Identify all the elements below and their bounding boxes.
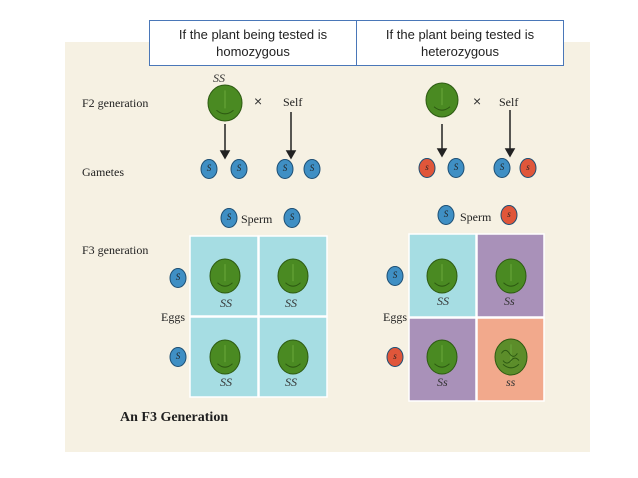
label-eggs-left: Eggs [161,310,185,324]
gamete-circle-left-4 [303,159,321,179]
egg-allele-right-1: S [392,270,398,280]
sperm-label-left: Sperm [241,212,273,226]
gamete-circle-left-3 [276,159,294,179]
offspring-genotype-right-tr: Ss [504,294,515,308]
offspring-pea-left-tl [209,258,241,294]
offspring-genotype-left-tr: SS [285,296,297,310]
offspring-genotype-left-tl: SS [220,296,232,310]
egg-allele-left-2: S [175,351,181,361]
offspring-pea-left-bl [209,339,241,375]
label-gametes: Gametes [82,165,124,179]
offspring-pea-right-bl [426,339,458,375]
gamete-circle-right-2 [447,158,465,178]
arrow-left-self [285,112,297,160]
gamete-circle-left-2 [230,159,248,179]
offspring-pea-right-br [494,338,528,376]
gamete-allele-right-1: s [425,162,429,172]
figure-caption: An F3 Generation [120,410,229,425]
gamete-allele-left-2: S [236,163,242,173]
gamete-allele-right-3: S [499,162,505,172]
offspring-pea-right-tl [426,258,458,294]
arrow-left-parent [219,124,231,160]
offspring-genotype-left-bl: SS [220,375,232,389]
gamete-circle-right-1 [418,158,436,178]
gamete-allele-right-4: s [526,162,530,172]
offspring-genotype-right-tl: SS [437,294,449,308]
self-label-right: Self [499,95,519,109]
gamete-allele-left-3: S [282,163,288,173]
sperm-allele-left-1: S [226,212,232,222]
egg-circle-left-1 [169,268,187,288]
gamete-circle-right-4 [519,158,537,178]
cross-symbol-right: × [473,93,482,109]
header-heterozygous-text: If the plant being tested is heterozygou… [385,27,535,59]
header-homozygous-text: If the plant being tested is homozygous [178,27,328,59]
gamete-circle-right-3 [493,158,511,178]
cross-symbol-left: × [254,93,263,109]
offspring-pea-left-tr [277,258,309,294]
parent-genotype-left: SS [213,71,225,85]
offspring-genotype-left-br: SS [285,375,297,389]
sperm-allele-right-1: S [443,209,449,219]
parent-pea-right [425,82,459,118]
header-heterozygous: If the plant being tested is heterozygou… [356,20,564,66]
sperm-circle-left-1 [220,208,238,228]
header-homozygous: If the plant being tested is homozygous [149,20,357,66]
self-label-left: Self [283,95,303,109]
label-f2-generation: F2 generation [82,96,149,110]
sperm-allele-left-2: S [289,212,295,222]
egg-circle-left-2 [169,347,187,367]
arrow-right-parent [436,124,448,158]
sperm-allele-right-2: s [507,209,511,219]
sperm-circle-right-2 [500,205,518,225]
offspring-genotype-right-br: ss [506,375,516,389]
offspring-genotype-right-bl: Ss [437,375,448,389]
sperm-circle-right-1 [437,205,455,225]
egg-allele-right-2: s [393,351,397,361]
sperm-label-right: Sperm [460,210,492,224]
arrow-right-self [504,110,516,158]
gamete-allele-left-4: S [309,163,315,173]
gamete-allele-left-1: S [206,163,212,173]
offspring-pea-right-tr [495,258,527,294]
label-f3-generation: F3 generation [82,243,149,257]
parent-pea-left [207,84,243,122]
egg-circle-right-2 [386,347,404,367]
sperm-circle-left-2 [283,208,301,228]
offspring-pea-left-br [277,339,309,375]
egg-allele-left-1: S [175,272,181,282]
label-eggs-right: Eggs [383,310,407,324]
egg-circle-right-1 [386,266,404,286]
gamete-circle-left-1 [200,159,218,179]
gamete-allele-right-2: S [453,162,459,172]
